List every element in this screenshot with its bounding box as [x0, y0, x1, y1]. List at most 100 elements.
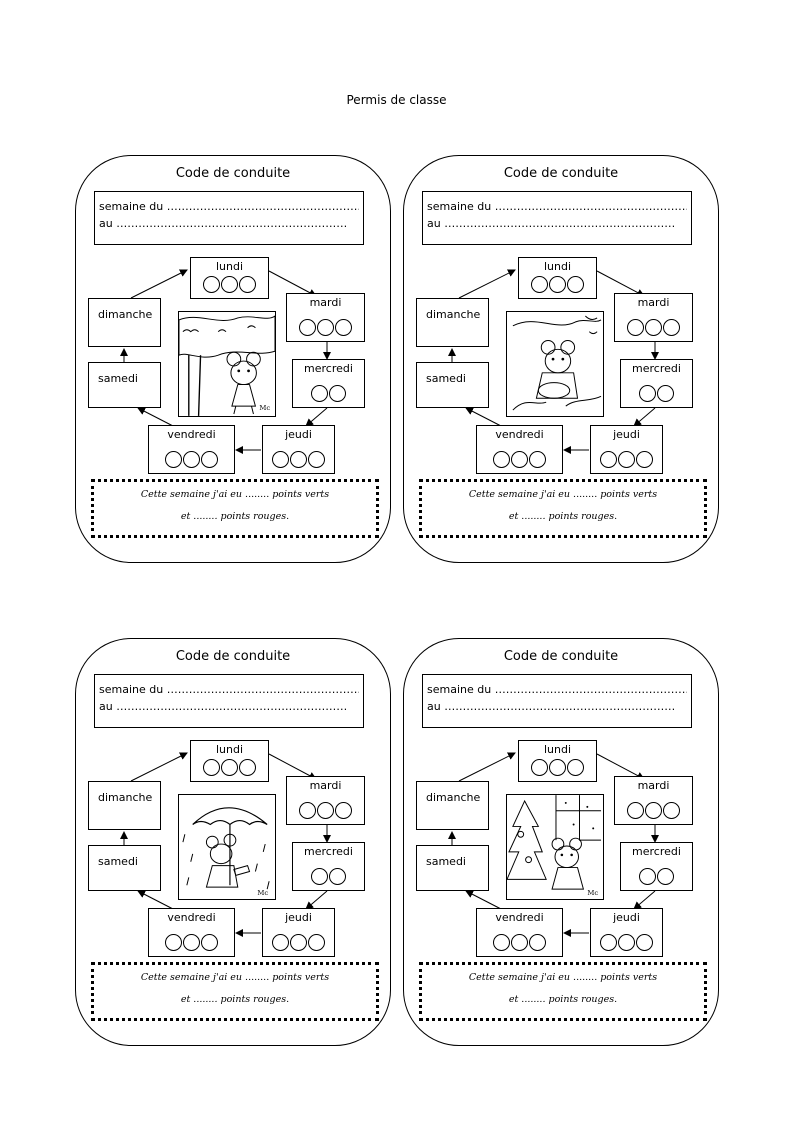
point-circle — [165, 934, 182, 951]
week-to-line: au ……………………………………………………… — [99, 217, 348, 230]
point-circle — [272, 934, 289, 951]
day-label: lundi — [543, 743, 572, 756]
circle-group — [287, 802, 364, 819]
arrow-dimanche-lundi — [130, 269, 188, 299]
point-circle — [308, 934, 325, 951]
week-from-line: semaine du ……………………………………………… — [427, 200, 687, 213]
point-circle — [221, 759, 238, 776]
circle-group — [621, 385, 692, 402]
arrow-mercredi-jeudi — [305, 890, 328, 910]
point-circle — [239, 276, 256, 293]
day-dimanche: dimanche — [88, 781, 161, 830]
circle-group — [191, 276, 268, 293]
point-circle — [290, 451, 307, 468]
day-samedi: samedi — [416, 362, 489, 408]
point-circle — [299, 319, 316, 336]
point-circle — [600, 451, 617, 468]
week-to-line: au ……………………………………………………… — [99, 700, 348, 713]
day-mercredi: mercredi — [292, 842, 365, 891]
day-mardi: mardi — [286, 776, 365, 825]
point-circle — [645, 802, 662, 819]
day-label: samedi — [98, 372, 138, 385]
point-circle — [335, 802, 352, 819]
day-vendredi: vendredi — [476, 908, 563, 957]
day-label: mardi — [637, 779, 670, 792]
point-circle — [329, 868, 346, 885]
day-label: lundi — [543, 260, 572, 273]
points-summary-box: Cette semaine j'ai eu ........ points ve… — [91, 962, 379, 1021]
point-circle — [317, 319, 334, 336]
day-mercredi: mercredi — [620, 359, 693, 408]
points-summary-box: Cette semaine j'ai eu ........ points ve… — [91, 479, 379, 538]
circle-group — [591, 934, 662, 951]
day-label: vendredi — [495, 428, 544, 441]
point-circle — [645, 319, 662, 336]
svg-text:Mc: Mc — [259, 404, 270, 412]
card-title: Code de conduite — [175, 649, 291, 664]
point-circle — [639, 385, 656, 402]
day-lundi: lundi — [518, 740, 597, 782]
point-circle — [493, 934, 510, 951]
summary-red-points: et ........ points rouges. — [508, 994, 618, 1005]
point-circle — [239, 759, 256, 776]
circle-group — [263, 451, 334, 468]
day-label: samedi — [98, 855, 138, 868]
day-jeudi: jeudi — [262, 908, 335, 957]
behavior-card-1: Code de conduite semaine du ………………………………… — [75, 155, 391, 563]
day-mercredi: mercredi — [292, 359, 365, 408]
point-circle — [663, 319, 680, 336]
points-summary-box: Cette semaine j'ai eu ........ points ve… — [419, 479, 707, 538]
day-samedi: samedi — [416, 845, 489, 891]
svg-text:Mc: Mc — [257, 889, 268, 897]
day-label: dimanche — [98, 308, 153, 321]
behavior-card-4: Code de conduite semaine du ………………………………… — [403, 638, 719, 1046]
behavior-card-3: Code de conduite semaine du ………………………………… — [75, 638, 391, 1046]
day-mardi: mardi — [614, 776, 693, 825]
point-circle — [618, 451, 635, 468]
week-box: semaine du ……………………………………………… au …………………… — [422, 191, 692, 245]
day-label: jeudi — [285, 428, 312, 441]
day-vendredi: vendredi — [148, 425, 235, 474]
day-label: vendredi — [167, 428, 216, 441]
summary-red-points: et ........ points rouges. — [180, 994, 290, 1005]
circle-group — [287, 319, 364, 336]
circle-group — [621, 868, 692, 885]
circle-group — [615, 802, 692, 819]
week-from-line: semaine du ……………………………………………… — [99, 200, 359, 213]
point-circle — [329, 385, 346, 402]
point-circle — [201, 451, 218, 468]
leaf-basket-mouse-icon — [512, 315, 602, 411]
week-box: semaine du ……………………………………………… au …………………… — [422, 674, 692, 728]
circle-group — [149, 451, 234, 468]
summary-green-points: Cette semaine j'ai eu ........ points ve… — [140, 972, 330, 983]
card-title: Code de conduite — [503, 166, 619, 181]
circle-group — [263, 934, 334, 951]
point-circle — [308, 451, 325, 468]
umbrella-mouse-icon: Mc — [178, 794, 276, 900]
day-samedi: samedi — [88, 845, 161, 891]
point-circle — [203, 276, 220, 293]
point-circle — [299, 802, 316, 819]
point-circle — [529, 934, 546, 951]
point-circle — [618, 934, 635, 951]
point-circle — [549, 276, 566, 293]
day-jeudi: jeudi — [590, 425, 663, 474]
day-label: mercredi — [632, 362, 681, 375]
summary-red-points: et ........ points rouges. — [508, 511, 618, 522]
day-label: mercredi — [632, 845, 681, 858]
point-circle — [272, 451, 289, 468]
day-label: vendredi — [167, 911, 216, 924]
day-label: samedi — [426, 855, 466, 868]
week-from-line: semaine du ……………………………………………… — [427, 683, 687, 696]
point-circle — [549, 759, 566, 776]
arrow-mercredi-jeudi — [305, 407, 328, 427]
day-label: jeudi — [613, 428, 640, 441]
point-circle — [221, 276, 238, 293]
point-circle — [493, 451, 510, 468]
point-circle — [639, 868, 656, 885]
day-label: vendredi — [495, 911, 544, 924]
point-circle — [531, 276, 548, 293]
point-circle — [567, 276, 584, 293]
day-mardi: mardi — [614, 293, 693, 342]
day-samedi: samedi — [88, 362, 161, 408]
